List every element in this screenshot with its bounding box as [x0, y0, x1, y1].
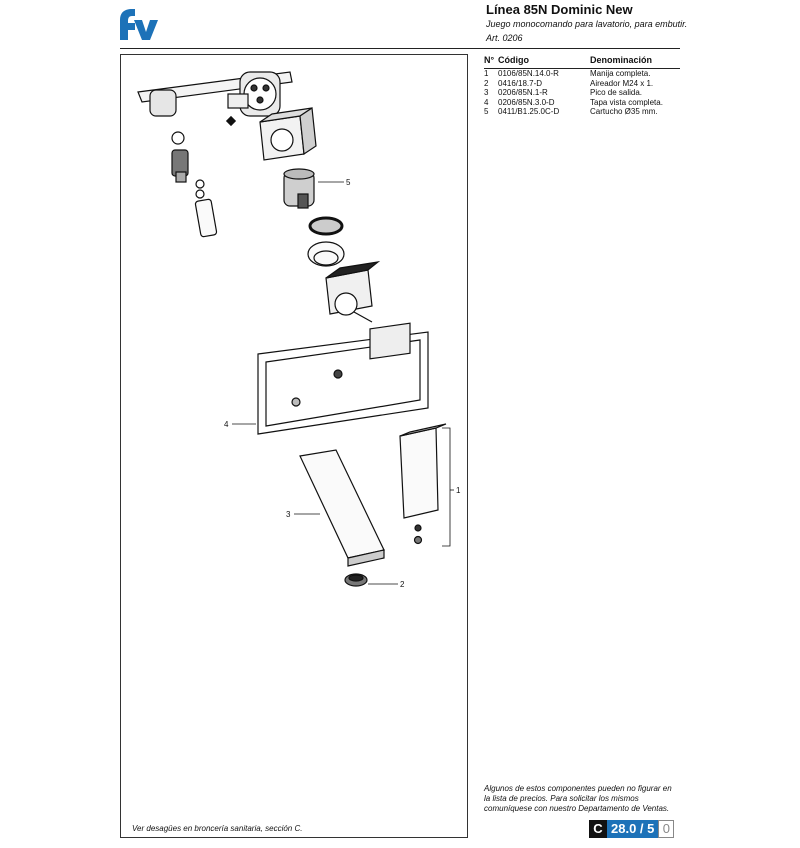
row-num: 5 — [484, 107, 489, 116]
page-number: 28.0 / 5 — [607, 820, 659, 838]
row-code: 0106/85N.14.0-R — [498, 69, 559, 78]
table-row: 1 0106/85N.14.0-R Manija completa. — [484, 69, 680, 79]
callout-2: 2 — [400, 580, 405, 589]
drain-note: Ver desagües en broncería sanitaria, sec… — [132, 824, 303, 833]
row-code: 0206/85N.3.0-D — [498, 97, 555, 107]
row-name: Cartucho Ø35 mm. — [590, 107, 658, 116]
product-title: Línea 85N Dominic New — [486, 2, 633, 17]
callout-4: 4 — [224, 420, 229, 429]
row-name: Aireador M24 x 1. — [590, 78, 654, 88]
row-num: 2 — [484, 78, 489, 88]
availability-note: Algunos de estos componentes pueden no f… — [484, 784, 672, 813]
header-name: Denominación — [590, 55, 680, 69]
callout-1: 1 — [456, 486, 461, 495]
header-code: Código — [498, 55, 590, 69]
fv-logo — [120, 9, 158, 40]
table-row: 4 0206/85N.3.0-D Tapa vista completa. — [484, 98, 680, 108]
page-badge: C 28.0 / 5 0 — [589, 820, 675, 838]
product-subtitle: Juego monocomando para lavatorio, para e… — [486, 19, 688, 29]
row-code: 0206/85N.1-R — [498, 88, 548, 97]
row-num: 3 — [484, 88, 489, 97]
callout-5: 5 — [346, 178, 351, 187]
table-row: 5 0411/B1.25.0C-D Cartucho Ø35 mm. — [484, 107, 680, 117]
article-number: Art. 0206 — [486, 33, 523, 43]
header-rule — [120, 48, 680, 49]
revision-number: 0 — [658, 820, 675, 838]
row-code: 0416/18.7-D — [498, 78, 543, 88]
table-row: 2 0416/18.7-D Aireador M24 x 1. — [484, 79, 680, 89]
parts-table-header: N° Código Denominación — [484, 55, 680, 69]
row-name: Tapa vista completa. — [590, 97, 663, 107]
section-letter: C — [589, 820, 607, 838]
exploded-diagram: 5 4 1 3 2 — [137, 71, 461, 589]
row-name: Manija completa. — [590, 69, 651, 78]
table-row: 3 0206/85N.1-R Pico de salida. — [484, 88, 680, 98]
callout-3: 3 — [286, 510, 291, 519]
header-num: N° — [484, 55, 498, 69]
parts-table: N° Código Denominación 1 0106/85N.14.0-R… — [484, 55, 680, 117]
diagram-panel — [120, 54, 468, 838]
row-num: 4 — [484, 97, 489, 107]
row-num: 1 — [484, 69, 489, 78]
row-name: Pico de salida. — [590, 88, 643, 97]
row-code: 0411/B1.25.0C-D — [498, 107, 560, 116]
